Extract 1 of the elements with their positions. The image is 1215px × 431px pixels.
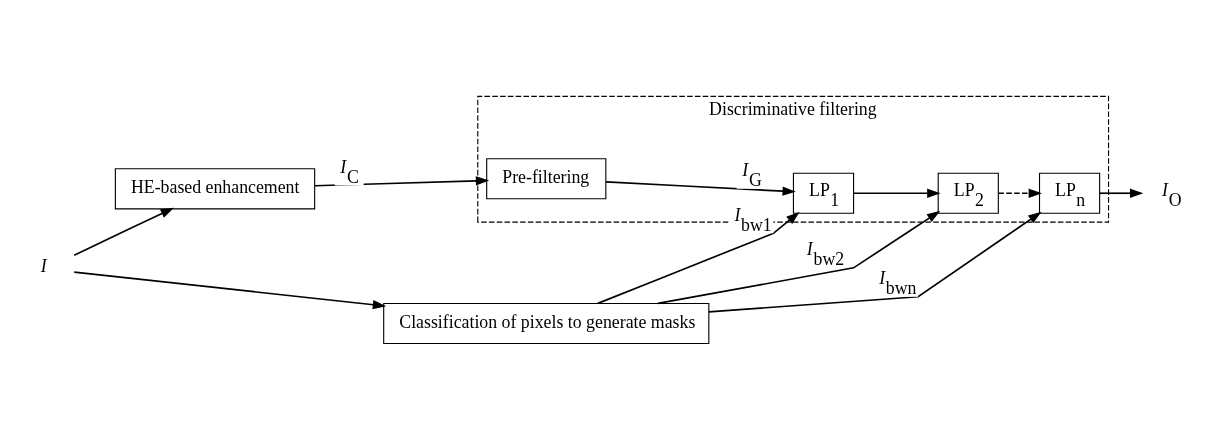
node-text: I xyxy=(40,256,47,277)
